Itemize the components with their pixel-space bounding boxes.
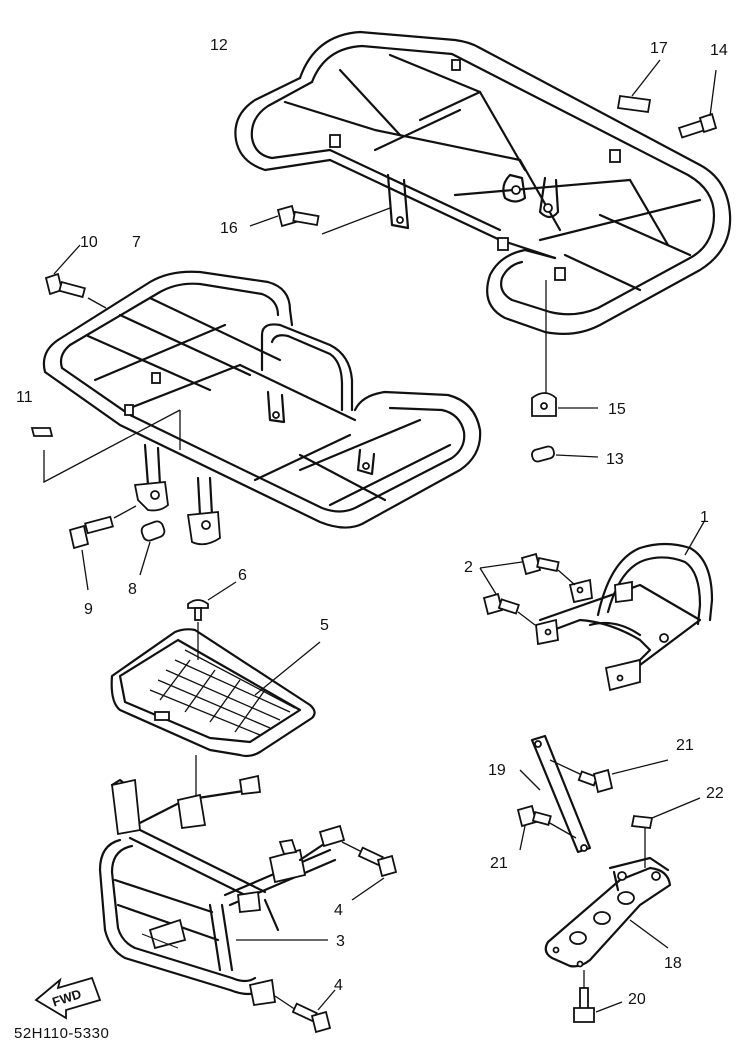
rivet-6: [187, 581, 237, 660]
bolt-21-upper: [549, 759, 669, 794]
callout-22: 22: [706, 785, 724, 802]
callout-10: 10: [80, 234, 98, 251]
callout-2: 2: [464, 559, 473, 576]
rear-bumper-1: [535, 519, 714, 692]
front-carrier-7: [42, 270, 482, 546]
callout-8: 8: [128, 581, 137, 598]
callout-20: 20: [628, 991, 646, 1008]
callout-17: 17: [650, 40, 668, 57]
callout-9: 9: [84, 601, 93, 618]
callout-14: 14: [710, 42, 728, 59]
callout-12: 12: [210, 37, 228, 54]
bolt-4-lower: [274, 989, 336, 1034]
callout-4-lower: 4: [334, 977, 343, 994]
fwd-arrow-icon: FWD: [34, 976, 102, 1020]
callout-15: 15: [608, 401, 626, 418]
callout-7: 7: [132, 234, 141, 251]
clamp-15: [531, 280, 598, 417]
front-bumper-3: [98, 755, 346, 1007]
callout-3: 3: [336, 933, 345, 950]
callout-13: 13: [606, 451, 624, 468]
sticker-22: [630, 815, 654, 829]
callout-5: 5: [320, 617, 329, 634]
callout-4-upper: 4: [334, 902, 343, 919]
bolt-16: [249, 204, 391, 235]
bolt-9: [68, 505, 137, 591]
callout-6: 6: [238, 567, 247, 584]
collar-8: [139, 520, 166, 576]
bolt-20: [573, 970, 623, 1023]
bracket-18: [544, 856, 672, 968]
collar-13: [531, 445, 599, 463]
bolts-2: [479, 552, 576, 626]
sticker-17: [616, 94, 652, 114]
rear-carrier-12: [234, 30, 732, 335]
bolt-21-lower: [516, 804, 577, 851]
stay-19: [519, 734, 592, 854]
callout-21-lower: 21: [490, 855, 508, 872]
callout-21-upper: 21: [676, 737, 694, 754]
callout-19: 19: [488, 762, 506, 779]
diagram-code: 52H110-5330: [14, 1025, 109, 1042]
callout-11: 11: [16, 389, 33, 406]
bolt-10: [44, 244, 107, 309]
callout-16: 16: [220, 220, 238, 237]
bolt-14: [677, 69, 718, 139]
callout-18: 18: [664, 955, 682, 972]
sticker-11: [30, 427, 54, 437]
callout-1: 1: [700, 509, 709, 526]
under-guard-5: [110, 628, 321, 758]
bolt-4-upper: [341, 841, 398, 901]
